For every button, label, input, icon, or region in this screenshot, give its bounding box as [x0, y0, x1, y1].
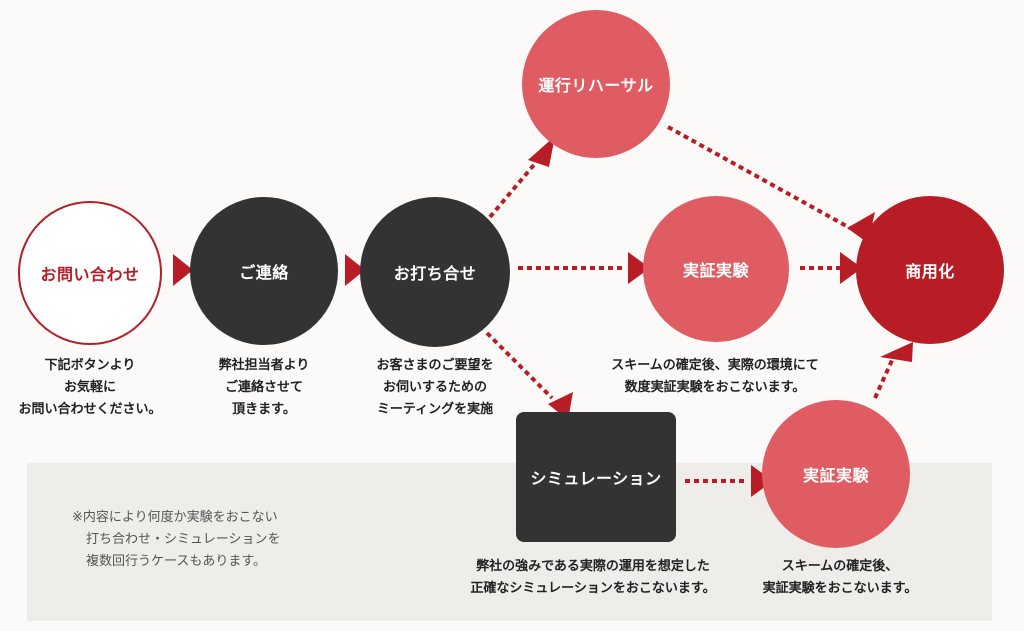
caption-line: ミーティングを実施 — [376, 402, 494, 417]
caption-demo-top: スキームの確定後、実際の環境にて 数度実証実験をおこないます。 — [590, 355, 840, 399]
caption-line: 数度実証実験をおこないます。 — [624, 380, 806, 395]
note-line: 打ち合わせ・シミュレーションを — [86, 532, 281, 547]
link-rehearsal-to-commercial — [667, 125, 851, 230]
node-contact: ご連絡 — [190, 197, 338, 345]
node-inquiry-label: お問い合わせ — [40, 265, 140, 284]
link-demo-bottom-to-commercial — [873, 357, 895, 399]
node-simulation: シミュレーション — [516, 412, 676, 542]
node-rehearsal-label: 運行リハーサル — [538, 76, 654, 95]
caption-line: 実証実験をおこないます。 — [762, 581, 918, 596]
caption-line: 頂きます。 — [232, 402, 296, 417]
caption-line: 弊社担当者より — [218, 358, 310, 373]
caption-inquiry: 下記ボタンより お気軽に お問い合わせください。 — [10, 355, 170, 421]
caption-line: 下記ボタンより — [44, 358, 136, 373]
arrowhead-rehearsal — [528, 136, 555, 167]
caption-line: スキームの確定後、 — [781, 559, 899, 574]
node-simulation-label: シミュレーション — [530, 469, 662, 488]
node-demo-bottom: 実証実験 — [762, 400, 910, 548]
caption-line: お問い合わせください。 — [18, 402, 162, 417]
note-line: ※内容により何度か実験をおこない — [72, 510, 278, 525]
arrow-contact-to-meeting — [345, 254, 365, 286]
arrow-inquiry-to-contact — [173, 254, 193, 286]
node-demo-top-label: 実証実験 — [682, 261, 749, 280]
caption-line: お伺いするための — [382, 380, 487, 395]
link-meeting-to-rehearsal — [488, 158, 540, 219]
node-inquiry: お問い合わせ — [18, 201, 162, 345]
caption-line: ご連絡させて — [224, 380, 303, 395]
node-commercial: 商用化 — [856, 196, 1004, 344]
arrowhead-demo-top — [628, 252, 650, 284]
caption-line: お気軽に — [63, 380, 116, 395]
repeat-note: ※内容により何度か実験をおこない 打ち合わせ・シミュレーションを 複数回行うケー… — [72, 507, 280, 573]
caption-line: スキームの確定後、実際の環境にて — [611, 358, 819, 373]
caption-contact: 弊社担当者より ご連絡させて 頂きます。 — [184, 355, 344, 421]
caption-line: お客さまのご要望を — [376, 358, 494, 373]
node-meeting-label: お打ち合せ — [393, 264, 477, 283]
arrowhead-commercial-bottom — [880, 342, 913, 362]
caption-line: 弊社の強みである実際の運用を想定した — [476, 559, 710, 574]
node-meeting: お打ち合せ — [360, 197, 510, 347]
arrowhead-commercial-middle — [840, 252, 862, 284]
node-demo-top: 実証実験 — [643, 196, 789, 342]
node-contact-label: ご連絡 — [239, 263, 289, 282]
caption-demo-bottom: スキームの確定後、 実証実験をおこないます。 — [745, 556, 935, 600]
node-rehearsal: 運行リハーサル — [522, 10, 670, 158]
link-meeting-to-simulation — [485, 331, 554, 400]
node-commercial-label: 商用化 — [905, 262, 955, 281]
caption-simulation: 弊社の強みである実際の運用を想定した 正確なシミュレーションをおこないます。 — [448, 556, 738, 600]
caption-meeting: お客さまのご要望を お伺いするための ミーティングを実施 — [350, 355, 520, 421]
note-line: 複数回行うケースもあります。 — [86, 554, 267, 569]
caption-line: 正確なシミュレーションをおこないます。 — [470, 581, 716, 596]
node-demo-bottom-label: 実証実験 — [802, 466, 869, 485]
